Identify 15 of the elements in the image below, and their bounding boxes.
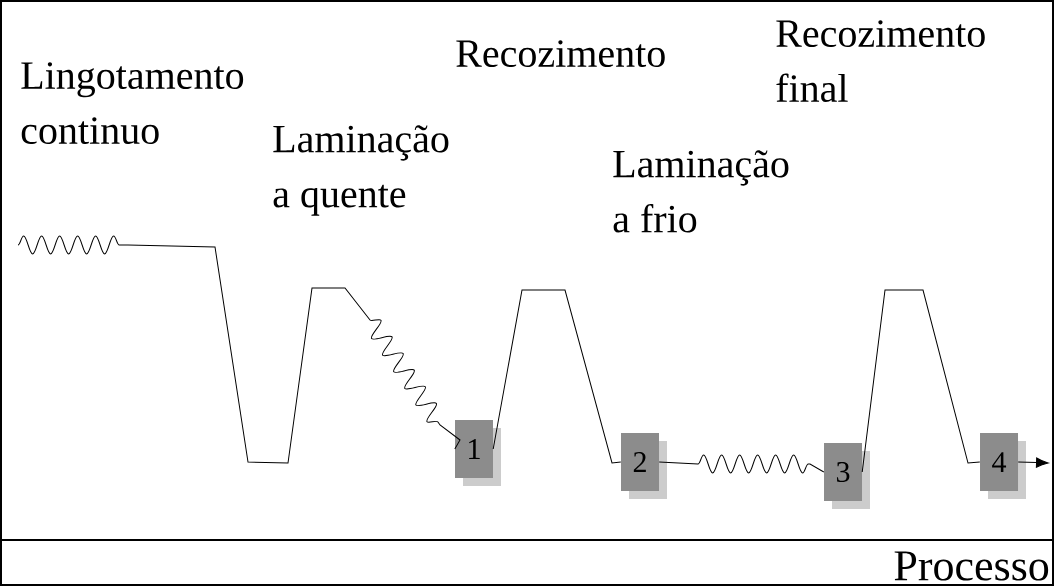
stage-label: Recozimento final — [776, 20, 985, 103]
process-line — [658, 454, 825, 474]
stage-label: Laminação a frio — [613, 150, 789, 233]
stage-label: Laminação a quente — [273, 125, 449, 216]
process-line — [492, 289, 622, 464]
stage-box: 1 — [455, 420, 501, 486]
process-line — [1017, 457, 1049, 468]
process-line — [17, 235, 461, 464]
stage-label: Lingotamento continuo — [21, 62, 244, 145]
stage-box: 3 — [824, 443, 870, 509]
process-line — [861, 289, 981, 473]
stage-box: 4 — [980, 433, 1026, 499]
stage-label: Recozimento — [456, 40, 665, 68]
axis-label: Processo — [894, 551, 1049, 581]
stage-box: 2 — [621, 433, 667, 499]
